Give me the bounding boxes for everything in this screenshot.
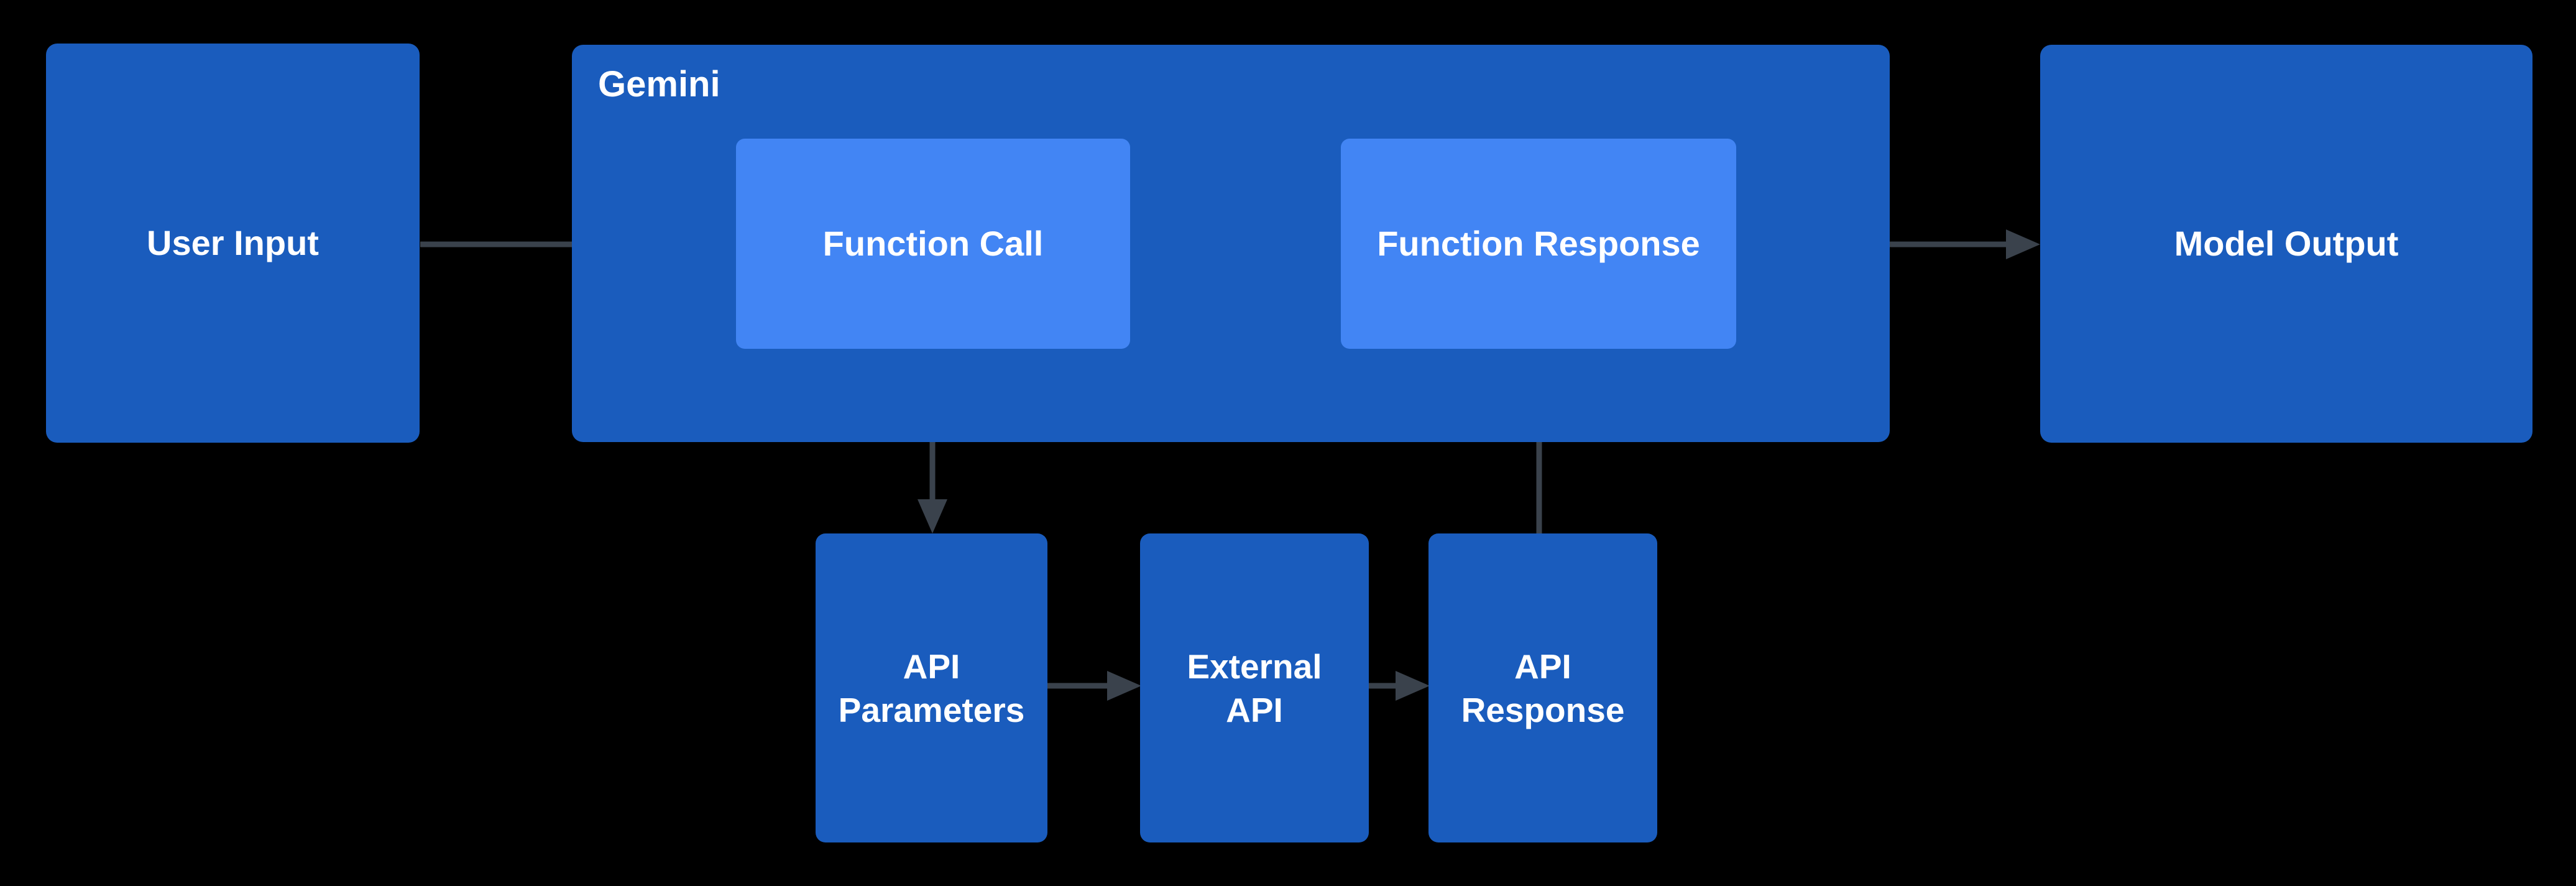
node-label: Function Response: [1377, 224, 1700, 264]
node-label: Function Call: [822, 224, 1044, 264]
node-label: Model Output: [2174, 224, 2399, 264]
node-gemini-container: Gemini Function Call Function Response: [572, 45, 1890, 442]
node-function-call: Function Call: [736, 139, 1130, 349]
node-api-response: API Response: [1428, 533, 1657, 842]
node-label: API Response: [1461, 647, 1625, 729]
node-model-output: Model Output: [2040, 45, 2532, 443]
node-label: API Parameters: [838, 647, 1025, 729]
node-user-input: User Input: [46, 44, 420, 443]
node-label: User Input: [147, 223, 319, 263]
arrow-external-api-to-api-response: [1369, 671, 1430, 701]
gemini-container-label: Gemini: [598, 64, 720, 104]
node-api-parameters: API Parameters: [816, 533, 1047, 842]
arrow-api-parameters-to-external-api: [1047, 671, 1141, 701]
arrow-gemini-to-model-output: [1890, 229, 2040, 259]
node-external-api: External API: [1140, 533, 1369, 842]
node-label: External API: [1187, 647, 1322, 729]
node-function-response: Function Response: [1341, 139, 1736, 349]
